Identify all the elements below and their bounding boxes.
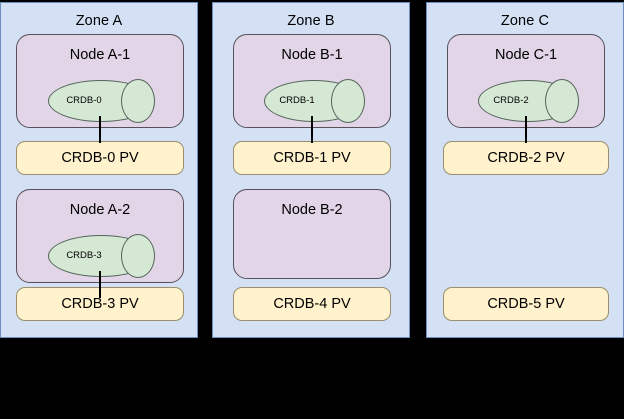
database-cylinder-crdb-3[interactable]: CRDB-3 <box>48 234 155 278</box>
database-label-crdb-0: CRDB-0 <box>66 95 102 106</box>
pv-box-crdb-4[interactable]: CRDB-4 PV <box>233 287 391 321</box>
node-box-b-1[interactable]: Node B-1 CRDB-1 <box>233 34 391 128</box>
zone-title-a: Zone A <box>75 13 123 29</box>
node-label-b-2: Node B-2 <box>281 202 343 218</box>
node-label-c-1: Node C-1 <box>494 47 558 63</box>
cylinder-cap <box>545 79 579 123</box>
connector-line-crdb-1 <box>311 116 313 143</box>
pv-box-crdb-0[interactable]: CRDB-0 PV <box>16 141 184 175</box>
node-box-b-2[interactable]: Node B-2 <box>233 189 391 279</box>
zone-panel-a[interactable]: Zone A Node A-1 CRDB-0 CRDB-0 PV Node A-… <box>0 2 198 338</box>
pv-label-crdb-1: CRDB-1 PV <box>273 150 351 166</box>
database-label-crdb-1: CRDB-1 <box>279 95 315 106</box>
database-cylinder-crdb-1[interactable]: CRDB-1 <box>264 79 365 123</box>
pv-label-crdb-2: CRDB-2 PV <box>487 150 565 166</box>
cylinder-cap <box>121 79 155 123</box>
pv-label-crdb-3: CRDB-3 PV <box>61 296 139 312</box>
zone-panel-c[interactable]: Zone C Node C-1 CRDB-2 CRDB-2 PV CRDB-5 … <box>426 2 624 338</box>
zone-title-c: Zone C <box>500 13 550 29</box>
pv-box-crdb-2[interactable]: CRDB-2 PV <box>443 141 609 175</box>
database-cylinder-crdb-0[interactable]: CRDB-0 <box>48 79 155 123</box>
connector-line-crdb-2 <box>525 116 527 143</box>
cylinder-cap <box>121 234 155 278</box>
node-label-a-2: Node A-2 <box>69 202 131 218</box>
pv-label-crdb-0: CRDB-0 PV <box>61 150 139 166</box>
pv-box-crdb-1[interactable]: CRDB-1 PV <box>233 141 391 175</box>
node-box-a-2[interactable]: Node A-2 CRDB-3 <box>16 189 184 283</box>
node-label-b-1: Node B-1 <box>281 47 343 63</box>
zone-title-b: Zone B <box>287 13 335 29</box>
connector-line-crdb-3 <box>99 271 101 298</box>
zone-panel-b[interactable]: Zone B Node B-1 CRDB-1 CRDB-1 PV Node B-… <box>212 2 410 338</box>
node-box-a-1[interactable]: Node A-1 CRDB-0 <box>16 34 184 128</box>
cylinder-cap <box>331 79 365 123</box>
pv-box-crdb-5[interactable]: CRDB-5 PV <box>443 287 609 321</box>
node-box-c-1[interactable]: Node C-1 CRDB-2 <box>447 34 605 128</box>
pv-label-crdb-4: CRDB-4 PV <box>273 296 351 312</box>
database-cylinder-crdb-2[interactable]: CRDB-2 <box>478 79 579 123</box>
connector-line-crdb-0 <box>99 116 101 143</box>
node-label-a-1: Node A-1 <box>69 47 131 63</box>
pv-label-crdb-5: CRDB-5 PV <box>487 296 565 312</box>
database-label-crdb-2: CRDB-2 <box>493 95 529 106</box>
database-label-crdb-3: CRDB-3 <box>66 250 102 261</box>
